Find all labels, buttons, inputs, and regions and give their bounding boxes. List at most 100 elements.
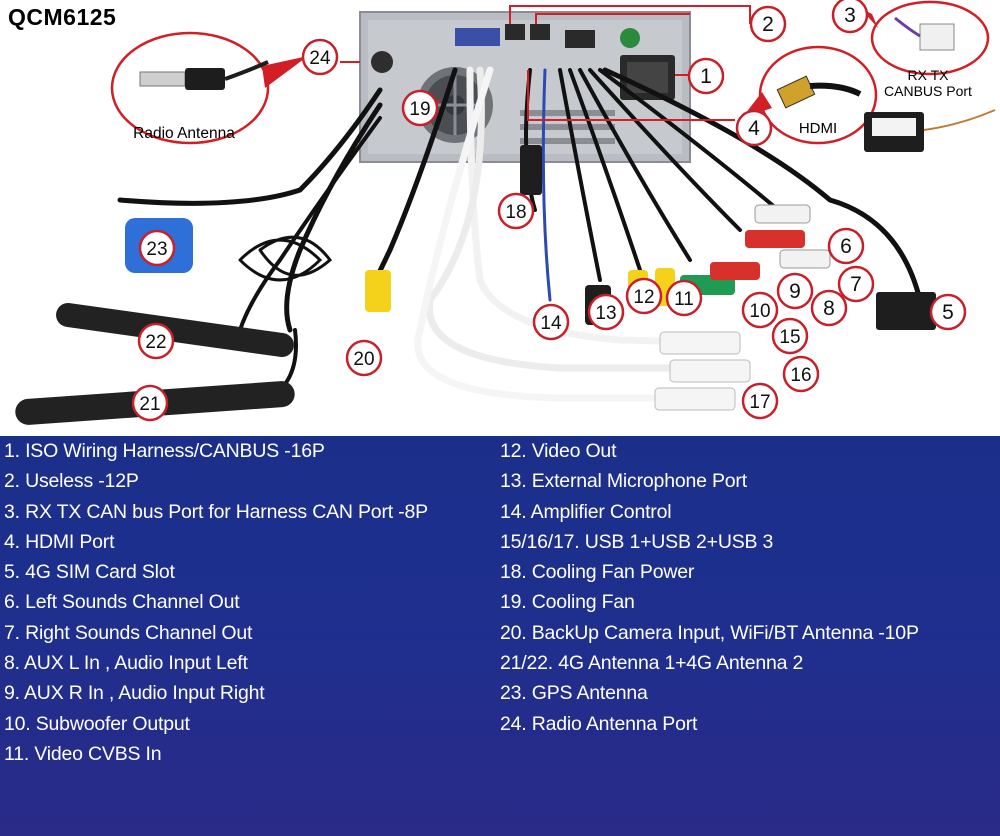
badge-13: 13: [587, 293, 625, 331]
badge-circle: [137, 322, 175, 360]
badge-number: 17: [749, 392, 770, 413]
badge-number: 10: [749, 301, 770, 322]
legend-item-21-22: 21/22. 4G Antenna 1+4G Antenna 2: [500, 652, 804, 675]
badge-7: 7: [837, 265, 875, 303]
badge-15: 15: [771, 317, 809, 355]
badge-16: 16: [782, 355, 820, 393]
badge-circle: [345, 339, 383, 377]
badge-number: 4: [748, 117, 760, 140]
legend-item-15-17: 15/16/17. USB 1+USB 2+USB 3: [500, 530, 774, 553]
badge-circle: [497, 192, 535, 230]
badge-14: 14: [532, 303, 570, 341]
badge-number: 1: [700, 65, 712, 88]
legend-item-20: 20. BackUp Camera Input, WiFi/BT Antenna…: [500, 621, 919, 644]
badge-circle: [929, 293, 967, 331]
badge-number: 3: [844, 4, 856, 27]
badge-number: 19: [409, 99, 430, 120]
badge-number: 7: [850, 273, 862, 296]
badge-number: 24: [309, 48, 331, 69]
badge-circle: [771, 317, 809, 355]
model-title: QCM6125: [8, 4, 117, 30]
badge-number: 18: [505, 202, 526, 223]
badge-number: 15: [779, 327, 800, 348]
badge-number: 14: [540, 313, 562, 334]
badge-number: 22: [145, 332, 166, 353]
badge-1: 1: [687, 57, 725, 95]
legend-right-column: 12. Video Out 13. External Microphone Po…: [500, 436, 919, 739]
legend-item-6: 6. Left Sounds Channel Out: [4, 591, 240, 614]
badge-circle: [687, 57, 725, 95]
legend-item-1: 1. ISO Wiring Harness/CANBUS -16P: [4, 440, 325, 462]
legend-item-4: 4. HDMI Port: [4, 530, 115, 553]
badge-11: 11: [665, 279, 703, 317]
legend-left-column: 1. ISO Wiring Harness/CANBUS -16P 2. Use…: [4, 436, 428, 769]
badge-10: 10: [741, 291, 779, 329]
legend-panel: 1. ISO Wiring Harness/CANBUS -16P 2. Use…: [0, 436, 1000, 836]
badge-number: 12: [633, 287, 654, 308]
badge-number: 20: [353, 349, 374, 370]
badge-21: 21: [131, 384, 169, 422]
badge-circle: [837, 265, 875, 303]
legend-item-2: 2. Useless -12P: [4, 470, 139, 493]
wiring-diagram: QCM6125: [8, 0, 996, 425]
badge-23: 23: [138, 229, 176, 267]
diagram-canvas: Radio Antenna HDMI RX TX CANBUS Port: [15, 0, 996, 425]
badge-circle: [401, 89, 439, 127]
legend-item-9: 9. AUX R In , Audio Input Right: [4, 682, 265, 705]
badge-2: 2: [749, 5, 787, 43]
badge-number: 6: [840, 235, 852, 258]
rxtx-label-line2: CANBUS Port: [884, 83, 972, 99]
legend-item-18: 18. Cooling Fan Power: [500, 561, 695, 584]
badge-number: 23: [146, 239, 167, 260]
badge-12: 12: [625, 277, 663, 315]
badge-3: 3: [831, 0, 869, 34]
legend-item-12: 12. Video Out: [500, 440, 617, 462]
badge-18: 18: [497, 192, 535, 230]
badge-20: 20: [345, 339, 383, 377]
badge-19: 19: [401, 89, 439, 127]
badge-circle: [741, 291, 779, 329]
badge-number: 11: [674, 289, 694, 310]
badge-8: 8: [810, 289, 848, 327]
legend-item-11: 11. Video CVBS In: [4, 742, 162, 765]
legend-item-7: 7. Right Sounds Channel Out: [4, 621, 253, 644]
legend-item-13: 13. External Microphone Port: [500, 470, 747, 493]
radio-antenna-port: [371, 51, 393, 73]
antenna-22-icon: [56, 302, 294, 358]
badge-circle: [625, 277, 663, 315]
legend-item-3: 3. RX TX CAN bus Port for Harness CAN Po…: [4, 500, 428, 523]
rxtx-callout: RX TX CANBUS Port: [860, 0, 996, 152]
badge-circle: [532, 303, 570, 341]
badge-circle: [810, 289, 848, 327]
badge-circle: [138, 229, 176, 267]
hdmi-callout: HDMI: [742, 45, 878, 145]
radio-antenna-label: Radio Antenna: [133, 125, 235, 142]
legend-item-24: 24. Radio Antenna Port: [500, 712, 698, 735]
badge-number: 16: [790, 365, 811, 386]
legend-item-14: 14. Amplifier Control: [500, 500, 672, 523]
badge-4: 4: [735, 109, 773, 147]
radio-antenna-callout: Radio Antenna: [110, 31, 308, 145]
badge-number: 8: [823, 297, 835, 320]
badge-circle: [776, 272, 814, 310]
badge-number: 21: [139, 394, 160, 415]
badge-24: 24: [301, 38, 339, 76]
sim-slot-icon: [876, 292, 936, 330]
badge-circle: [831, 0, 869, 34]
backup-camera-plug: [365, 270, 391, 312]
legend-item-19: 19. Cooling Fan: [500, 591, 635, 614]
legend-item-23: 23. GPS Antenna: [500, 682, 648, 705]
legend-item-10: 10. Subwoofer Output: [4, 712, 190, 735]
badge-circle: [741, 382, 779, 420]
badge-circle: [131, 384, 169, 422]
badge-number: 13: [595, 303, 616, 324]
badge-circle: [827, 227, 865, 265]
badge-9: 9: [776, 272, 814, 310]
pointer-lines: [340, 5, 751, 121]
badge-number: 2: [762, 13, 774, 36]
badge-number: 9: [789, 280, 801, 303]
badge-circle: [301, 38, 339, 76]
badge-6: 6: [827, 227, 865, 265]
badge-5: 5: [929, 293, 967, 331]
